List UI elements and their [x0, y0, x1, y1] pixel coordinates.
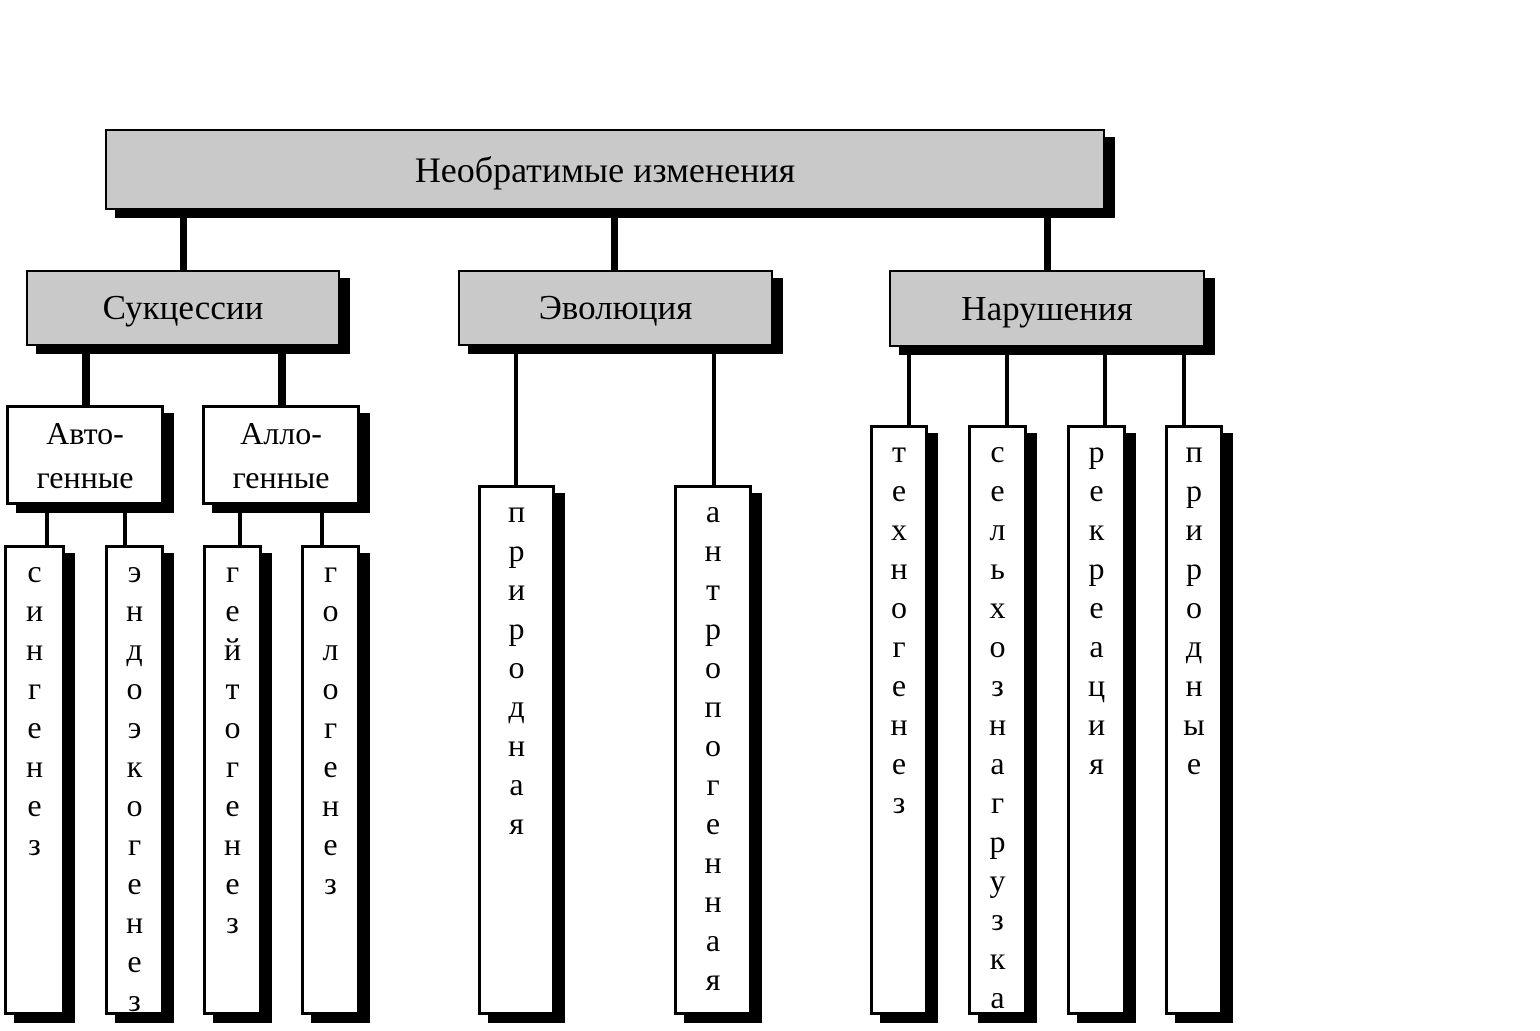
box-disturbances-label: Нарушения [961, 288, 1133, 328]
connector-root-disturbances [1044, 205, 1051, 272]
connector-allogenic-hologenesis [320, 500, 324, 547]
box-evolution: Эволюция [458, 270, 773, 346]
connector-root-evolution [611, 205, 618, 272]
box-irreversible-changes-label: Необратимые изменения [414, 149, 796, 190]
box-allogenic-label-line1: Алло- [240, 415, 322, 451]
connector-evolution-natural [514, 342, 518, 488]
connector-disturbances-natural [1182, 344, 1186, 428]
connector-successions-autogenic [82, 342, 90, 407]
connector-autogenic-syngenesis [45, 500, 49, 547]
box-evolution-label: Эволюция [538, 288, 693, 327]
box-allogenic-label-line2: генные [232, 459, 330, 495]
connector-disturbances-agricultural-load [1005, 344, 1009, 428]
box-successions-label: Сукцессии [102, 288, 264, 327]
box-allogenic: Алло- генные [202, 405, 360, 505]
box-successions: Сукцессии [26, 270, 340, 346]
connector-root-successions [180, 205, 187, 272]
box-autogenic-label-line1: Авто- [46, 415, 124, 451]
connector-disturbances-recreation [1103, 344, 1107, 428]
box-autogenic-label-line2: генные [36, 459, 134, 495]
connector-autogenic-endoecogenesis [123, 500, 127, 547]
connector-evolution-anthropogenic [712, 342, 716, 488]
connector-successions-allogenic [278, 342, 286, 407]
box-disturbances: Нарушения [889, 270, 1205, 347]
connector-allogenic-geitogenesis [238, 500, 242, 547]
box-autogenic: Авто- генные [6, 405, 164, 505]
connector-disturbances-technogenesis [907, 344, 911, 428]
box-irreversible-changes: Необратимые изменения [105, 129, 1105, 210]
